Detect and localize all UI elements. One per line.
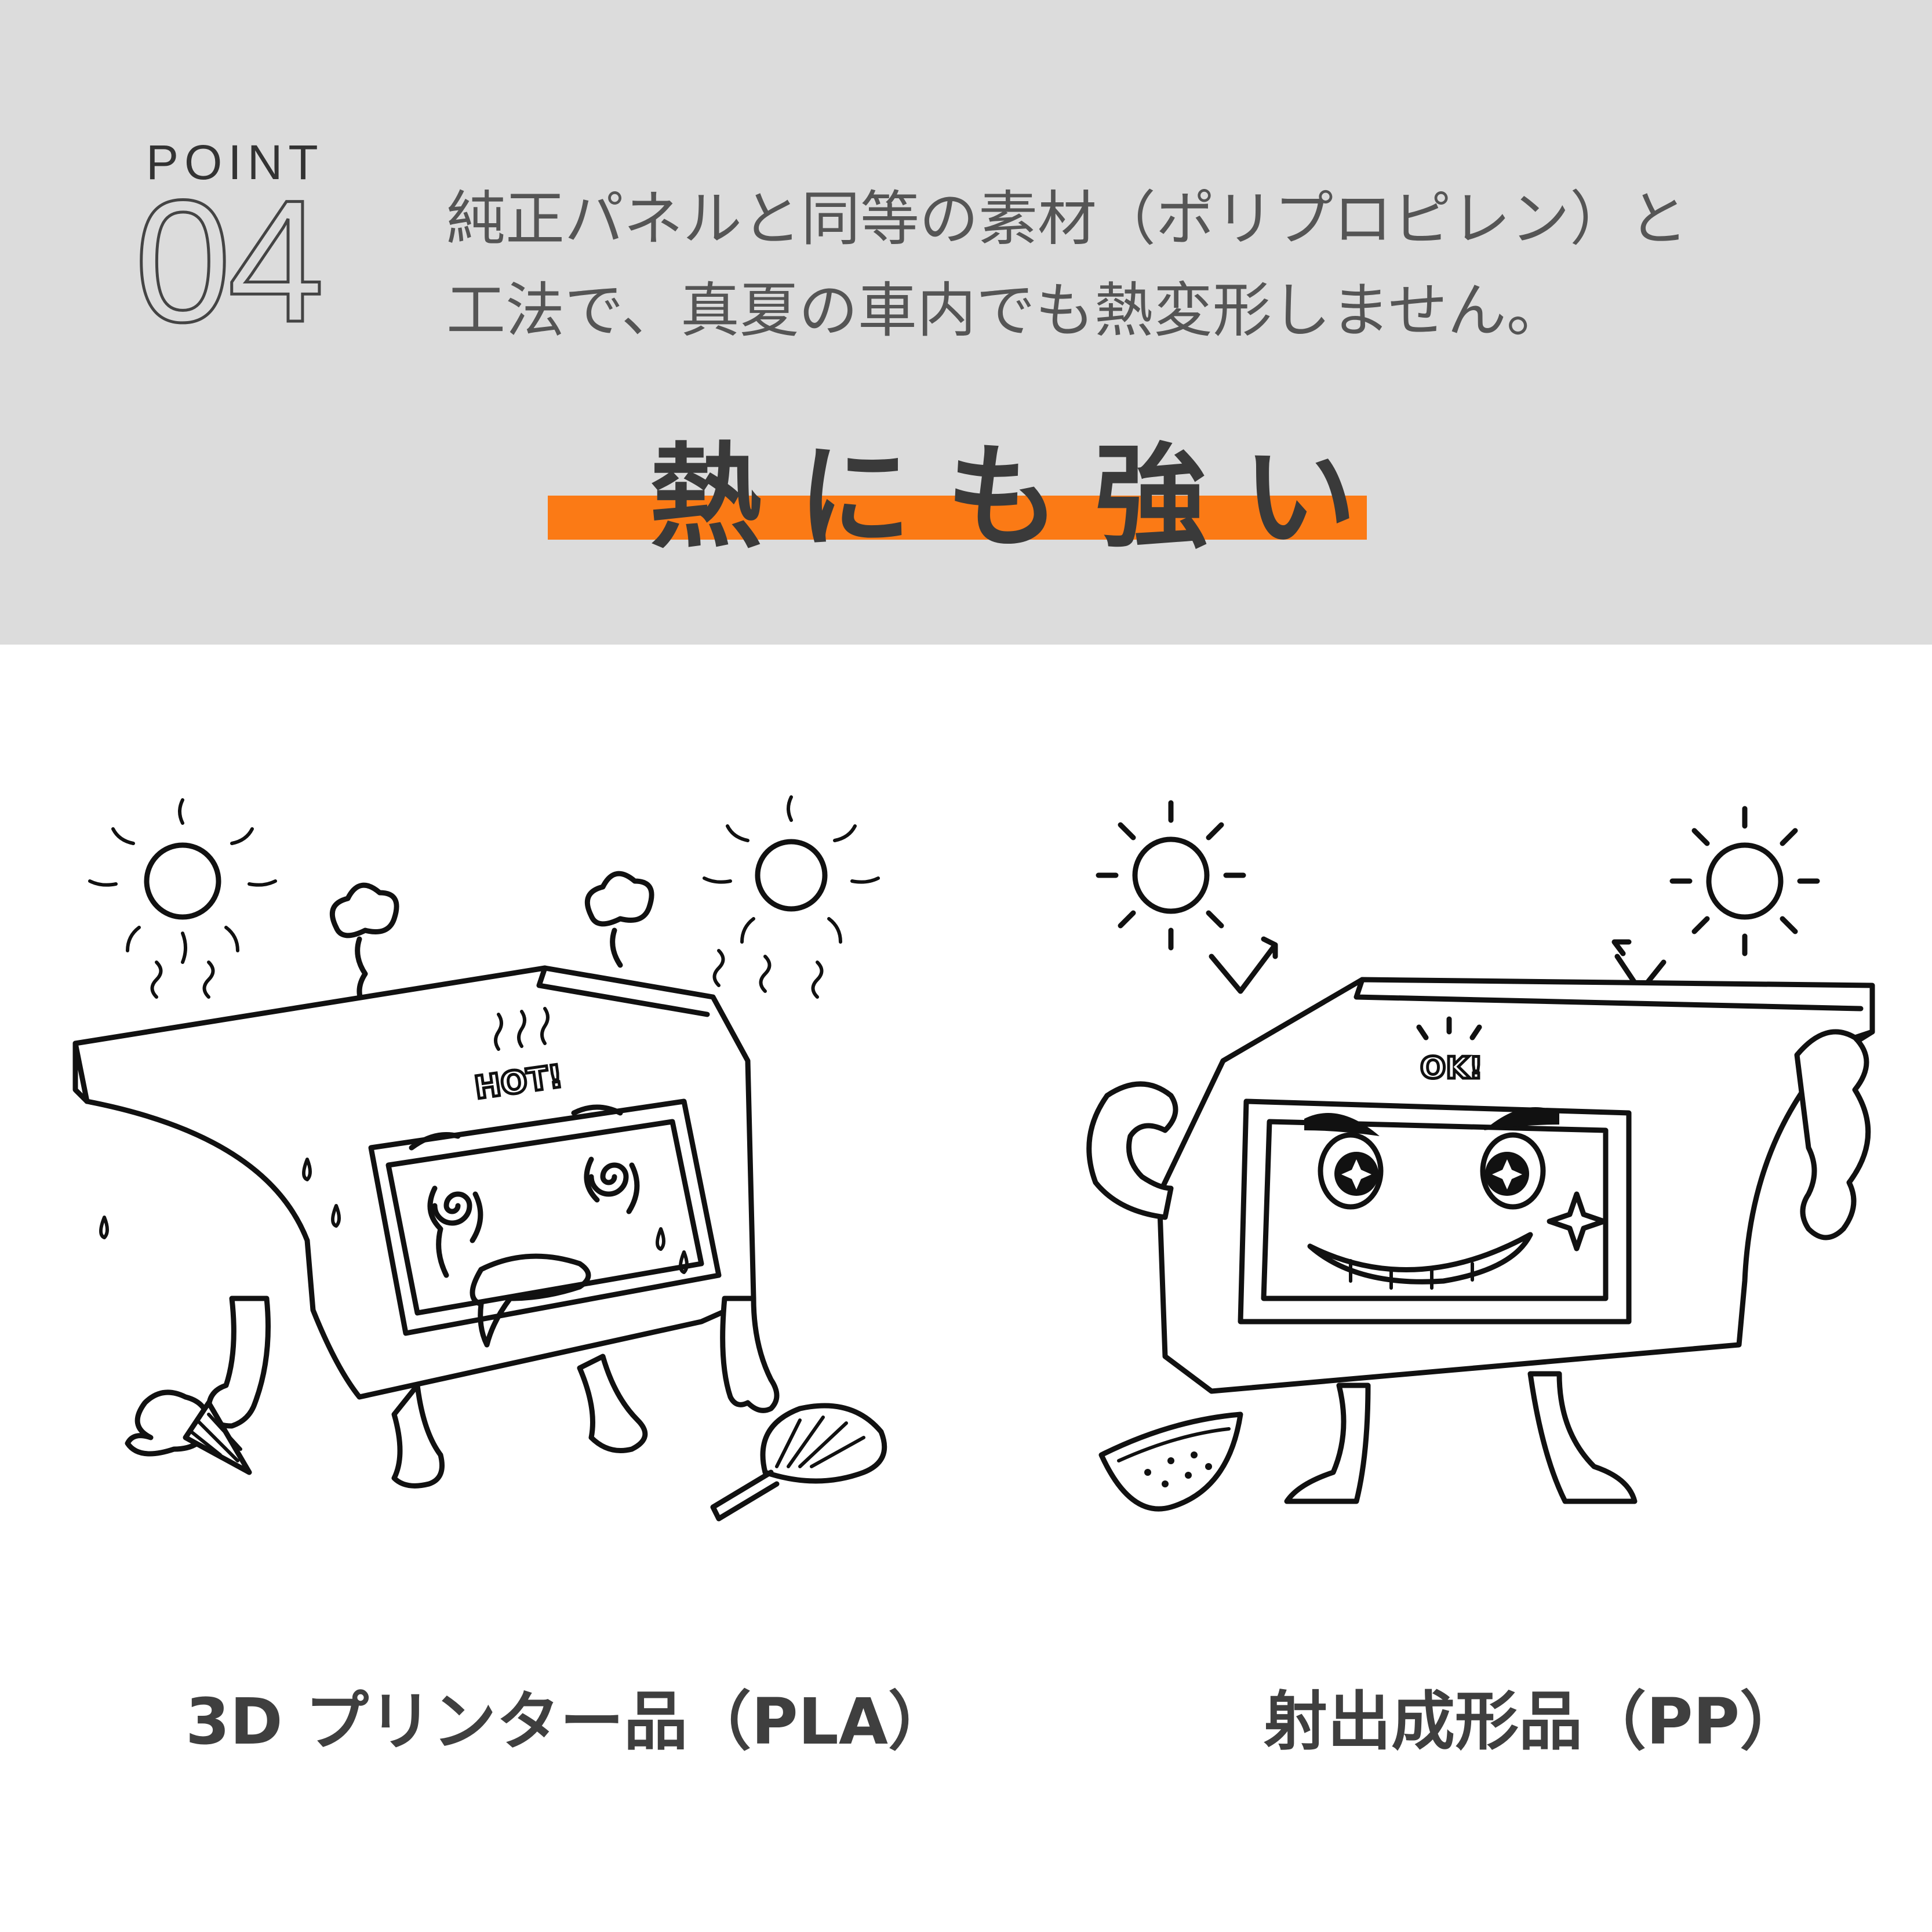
- melting-panel-illustration: HOT!: [35, 788, 939, 1553]
- hot-badge: HOT!: [472, 1058, 565, 1107]
- sun-icon: [88, 798, 277, 964]
- ok-badge: OK!: [1420, 1051, 1483, 1086]
- watermelon-icon: [1098, 1411, 1243, 1512]
- point-number: 04: [133, 163, 326, 358]
- dizzy-eye: [432, 1191, 472, 1226]
- steam-icon: [329, 882, 399, 1012]
- deflect-arrow-icon: [1209, 936, 1278, 994]
- description-line-1: 純正パネルと同等の素材（ポリプロピレン）と: [446, 185, 1688, 254]
- description-line-2: 工法で、真夏の車内でも熱変形しません。: [446, 276, 1566, 345]
- dizzy-eye: [588, 1162, 629, 1197]
- description: 純正パネルと同等の素材（ポリプロピレン）と 工法で、真夏の車内でも熱変形しません…: [446, 174, 1814, 357]
- sun-icon: [1669, 806, 1820, 956]
- grin-mouth: [1307, 1232, 1533, 1285]
- headline: 熱にも強い: [649, 432, 1392, 564]
- header-band: POINT 04 純正パネルと同等の素材（ポリプロピレン）と 工法で、真夏の車内…: [0, 0, 1932, 645]
- melting-mouth: [470, 1253, 591, 1348]
- sun-icon: [1096, 800, 1246, 951]
- ice-cream-icon: [125, 1389, 252, 1475]
- caption-3d-printed: 3D プリンター品（PLA）: [185, 1684, 952, 1759]
- sun-icon: [703, 795, 880, 944]
- strong-panel-illustration: OK!: [1049, 788, 1884, 1553]
- hand-fan-icon: [710, 1403, 887, 1522]
- headline-highlight-bar: [548, 496, 1367, 540]
- steam-icon: [584, 871, 654, 968]
- caption-injection-molded: 射出成形品（PP）: [1264, 1684, 1804, 1759]
- point-label: POINT: [146, 135, 324, 190]
